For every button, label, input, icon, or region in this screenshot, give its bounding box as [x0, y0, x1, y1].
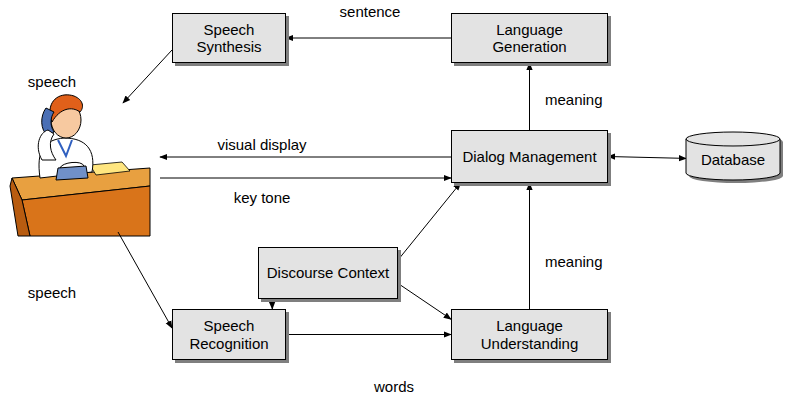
understanding-box: Language Understanding — [451, 309, 608, 360]
flow-arrow — [529, 63, 530, 130]
flow-arrow — [398, 183, 460, 260]
edge-label: words — [374, 378, 414, 395]
node-label: Discourse Context — [267, 264, 390, 281]
dialog-box: Dialog Management — [451, 130, 608, 183]
context-box: Discourse Context — [258, 247, 398, 299]
speech-in-arrow — [118, 232, 172, 328]
speech-out-arrow — [123, 50, 172, 103]
node-label: Language Generation — [458, 21, 601, 56]
database-cylinder: Database — [686, 132, 780, 180]
flow-arrow — [529, 183, 530, 309]
key-tone-arrow — [160, 178, 451, 179]
node-label: Dialog Management — [462, 148, 596, 165]
display-label: visual display — [217, 136, 306, 153]
edge-label: meaning — [545, 253, 603, 270]
node-label: Database — [701, 151, 765, 168]
flow-arrow — [608, 157, 686, 159]
edge-label: meaning — [545, 91, 603, 108]
user-arrows — [118, 50, 451, 328]
synthesis-box: Speech Synthesis — [172, 13, 286, 63]
edge-label: sentence — [340, 3, 401, 20]
flow-arrow — [398, 283, 451, 319]
speech-label: speech — [28, 284, 76, 301]
flow-arrow — [286, 334, 451, 335]
display-arrow — [160, 157, 451, 158]
flow-arrow — [286, 38, 451, 39]
node-label: Language Understanding — [458, 317, 601, 352]
flow-arrow — [272, 299, 273, 309]
node-label: Speech Synthesis — [179, 21, 279, 56]
generation-box: Language Generation — [451, 13, 608, 63]
speech-label: speech — [28, 73, 76, 90]
node-label: Speech Recognition — [179, 317, 279, 352]
key-tone-label: key tone — [234, 189, 291, 206]
person-at-desk — [10, 95, 150, 236]
recognition-box: Speech Recognition — [172, 309, 286, 360]
